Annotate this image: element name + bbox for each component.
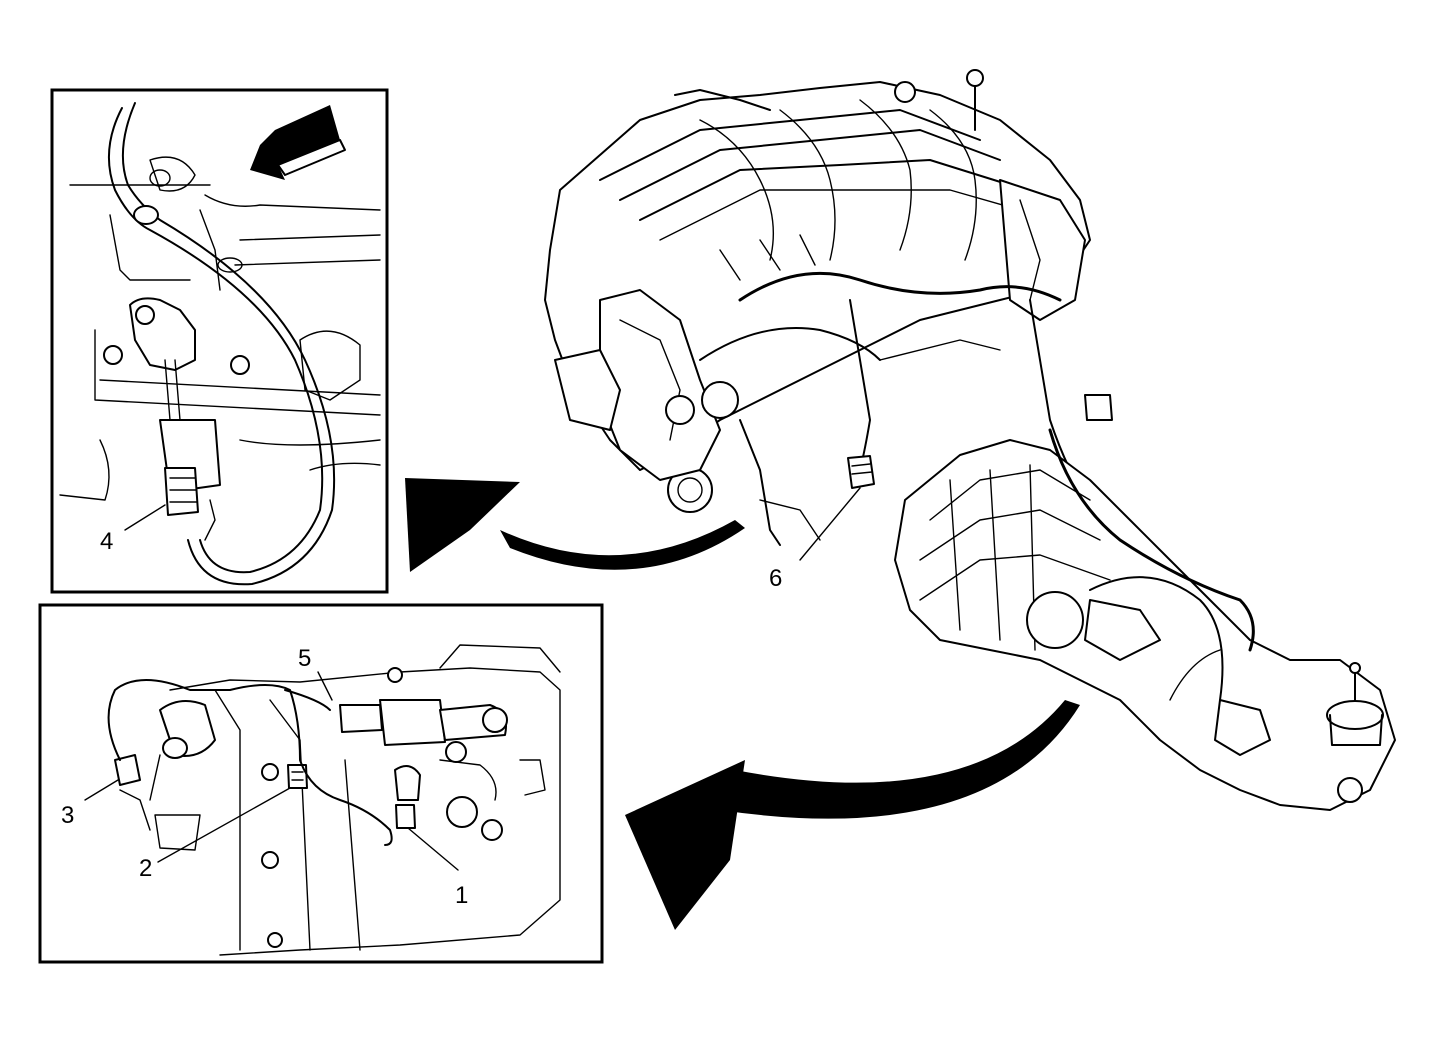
callout-1-leader: [407, 827, 459, 871]
callout-4: 4: [100, 528, 113, 555]
engine-assembly: [544, 69, 1113, 546]
callout-3: 3: [61, 802, 74, 829]
callout-1: 1: [455, 882, 468, 909]
callout-2: 2: [139, 855, 152, 882]
inset-lower: [38, 603, 604, 964]
callout-5: 5: [298, 645, 311, 672]
callout-4-leader: [124, 504, 166, 531]
callout-6-leader: [799, 487, 861, 561]
arrow-to-lower-inset: [625, 700, 1080, 930]
arrow-to-upper-inset: [405, 478, 745, 572]
inset-upper: [50, 88, 389, 594]
callout-6: 6: [769, 565, 782, 592]
callout-5-leader: [317, 671, 333, 701]
direction-arrow-icon: [250, 105, 346, 180]
transmission-assembly: [894, 428, 1396, 811]
callout-2-leader: [157, 787, 291, 863]
callout-3-leader: [84, 779, 119, 801]
